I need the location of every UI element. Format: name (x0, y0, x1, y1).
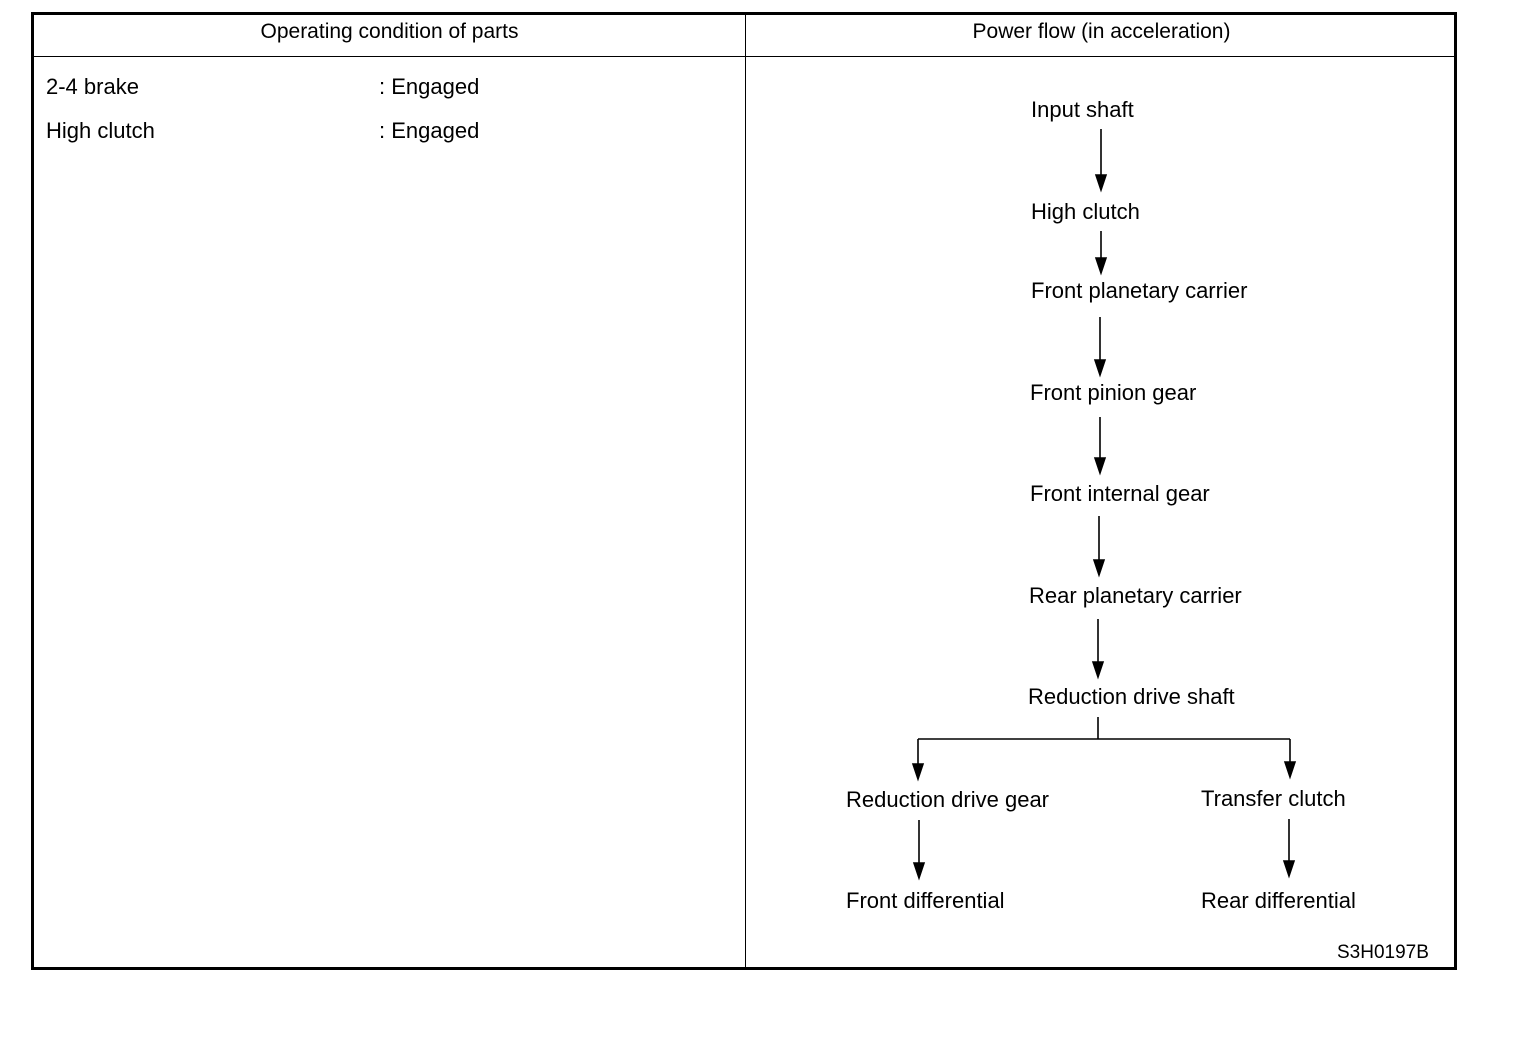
flow-node-rear-planetary-carrier: Rear planetary carrier (1029, 583, 1242, 608)
header-operating-condition: Operating condition of parts (260, 20, 519, 43)
condition-row-high-clutch: High clutch : Engaged (46, 118, 646, 146)
condition-row-2-4-brake: 2-4 brake : Engaged (46, 74, 646, 102)
condition-part: 2-4 brake (46, 74, 139, 99)
condition-state: : Engaged (379, 118, 480, 143)
figure-code: S3H0197B (1337, 942, 1429, 963)
flow-node-reduction-drive-gear: Reduction drive gear (846, 787, 1050, 812)
flow-node-front-internal-gear: Front internal gear (1030, 481, 1210, 506)
column-divider (745, 15, 746, 967)
header-power-flow: Power flow (in acceleration) (972, 20, 1231, 43)
flow-node-reduction-drive-shaft: Reduction drive shaft (1028, 684, 1235, 709)
flow-node-front-pinion-gear: Front pinion gear (1030, 380, 1197, 405)
flow-node-transfer-clutch: Transfer clutch (1201, 786, 1346, 811)
header-row: Operating condition of parts Power flow … (34, 15, 1454, 57)
flow-node-rear-differential: Rear differential (1201, 888, 1356, 913)
condition-part: High clutch (46, 118, 155, 143)
flow-node-high-clutch: High clutch (1031, 199, 1140, 224)
flow-node-input-shaft: Input shaft (1031, 97, 1134, 122)
flow-node-front-planetary-carrier: Front planetary carrier (1031, 278, 1248, 303)
condition-state: : Engaged (379, 74, 480, 99)
flow-node-front-differential: Front differential (846, 888, 1005, 913)
diagram-frame: Operating condition of parts Power flow … (31, 12, 1457, 970)
